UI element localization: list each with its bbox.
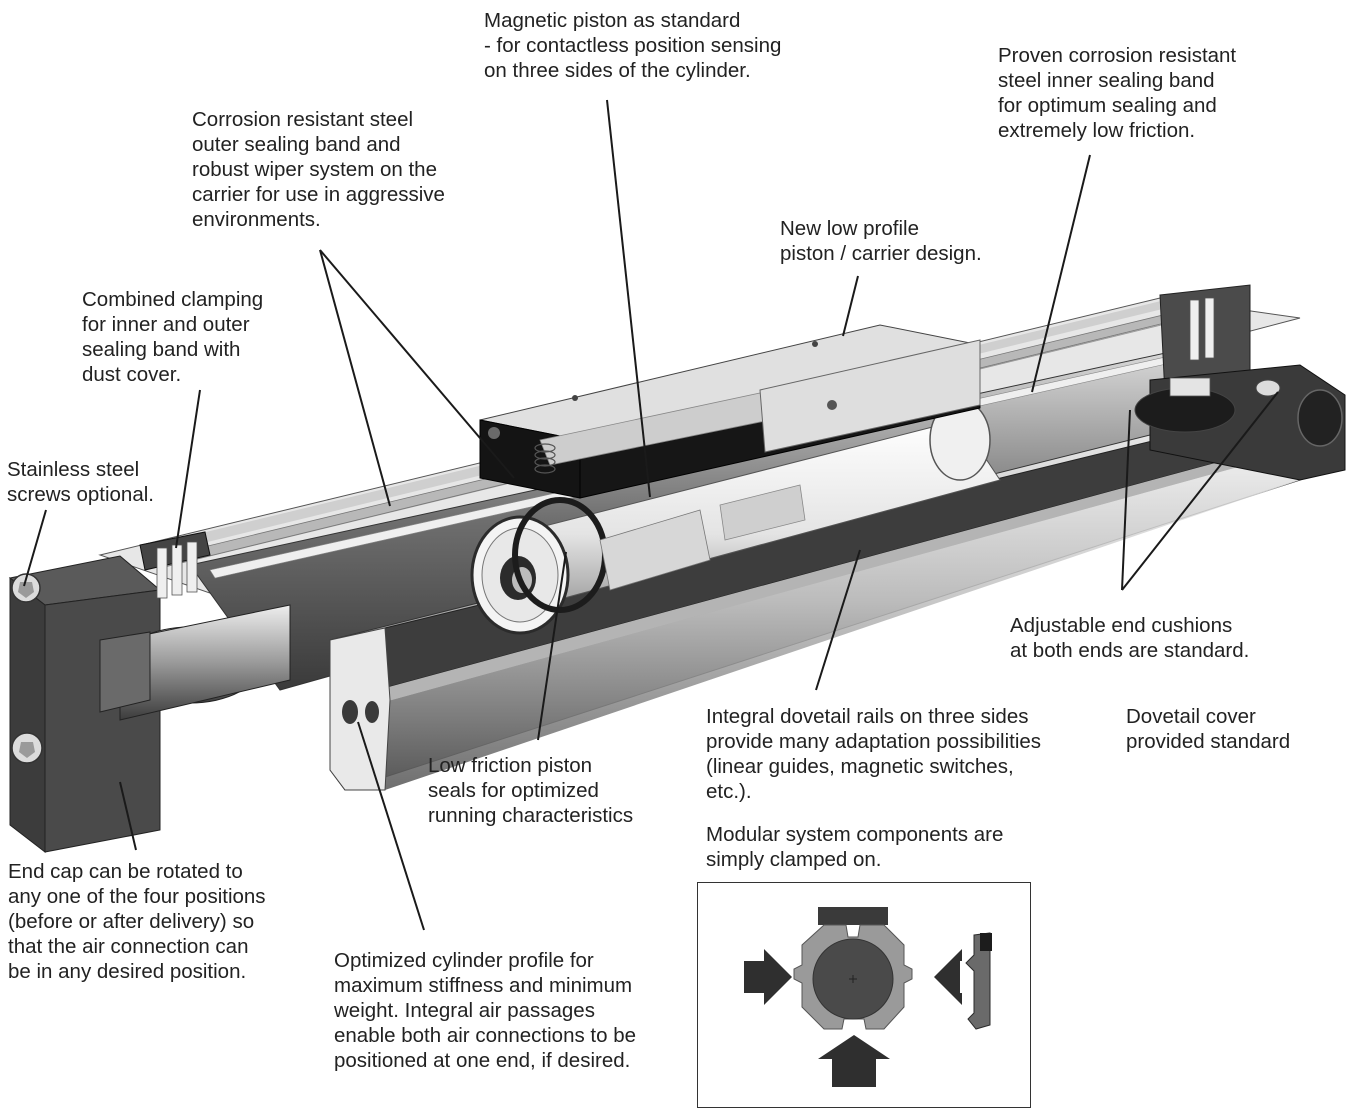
arrow-bottom	[818, 1035, 890, 1087]
callout-combined-clamping: Combined clamping for inner and outer se…	[82, 288, 264, 386]
leader-low-profile	[842, 275, 859, 337]
callout-outer-sealing-band: Corrosion resistant steel outer sealing …	[192, 108, 445, 231]
callout-cylinder-profile: Optimized cylinder profile for maximum s…	[334, 949, 637, 1072]
right-end-cap	[1134, 284, 1346, 481]
callout-magnetic-piston: Magnetic piston as standard - for contac…	[484, 9, 782, 82]
cylinder-profile-front	[329, 394, 1311, 791]
callout-end-cap: End cap can be rotated to any one of the…	[8, 860, 266, 983]
leader-lines	[23, 99, 1279, 931]
carrier	[479, 324, 981, 499]
leader-inner-band	[1031, 154, 1091, 393]
arrow-left	[744, 949, 792, 1005]
cross-section-inset	[697, 882, 1031, 1108]
callout-low-profile-carrier: New low profile piston / carrier design.	[780, 217, 982, 265]
leader-profile	[357, 721, 425, 931]
leader-outer-band-b	[319, 249, 515, 479]
leader-end-cushions-b	[1121, 391, 1279, 591]
leader-screws	[23, 509, 47, 587]
callout-dovetail-rails: Integral dovetail rails on three sides p…	[706, 705, 1042, 803]
clamped-component	[965, 932, 991, 1030]
callout-piston-seals: Low friction piston seals for optimized …	[428, 754, 634, 827]
left-end-cap	[8, 531, 291, 854]
leader-dovetail-rails	[815, 549, 861, 691]
callout-end-cushions: Adjustable end cushions at both ends are…	[1010, 614, 1250, 662]
leader-piston-seals	[537, 551, 567, 741]
callout-inner-sealing-band: Proven corrosion resistant steel inner s…	[998, 44, 1237, 142]
leader-outer-band-a	[319, 249, 391, 507]
leader-magnetic-piston	[606, 99, 651, 498]
arrow-right	[934, 949, 962, 1005]
carrier-springs	[534, 443, 556, 474]
callout-dovetail-cover: Dovetail cover provided standard	[1126, 705, 1291, 753]
leader-end-cap	[119, 781, 137, 851]
callout-modular-components: Modular system components are simply cla…	[706, 823, 1004, 871]
leader-end-cushions-a	[1121, 409, 1131, 591]
callout-stainless-screws: Stainless steel screws optional.	[7, 458, 154, 506]
cross-section-diagram	[744, 907, 992, 1087]
dovetail-cover-top	[818, 907, 888, 925]
leader-clamping	[175, 389, 201, 549]
piston-assembly	[470, 399, 1001, 635]
